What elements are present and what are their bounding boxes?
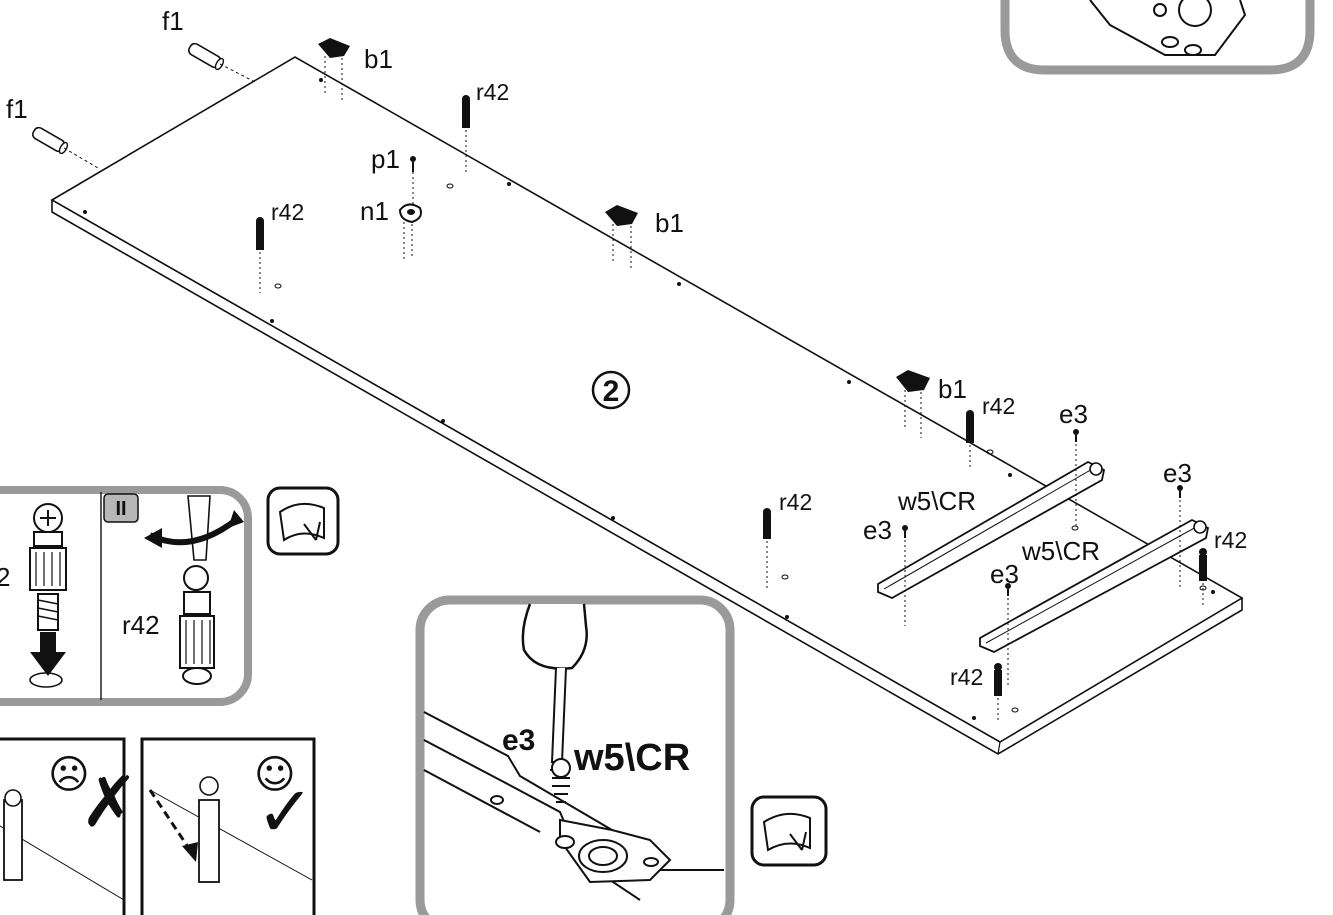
inset-top-right [1000,0,1315,75]
sad-face-icon: ☹ [48,752,90,798]
panel-holes [83,78,1215,720]
screw-e3-d [1005,583,1011,686]
inset-screw-runner: e3 w5\CR [415,595,735,915]
cam-bolt-r42-c [966,410,974,470]
screw-e3-b [902,525,908,626]
label-b1-right: b1 [938,374,967,404]
panel-board [50,56,1244,755]
inset-r42-label: r42 [122,610,160,640]
panel-number: 2 [603,375,620,408]
screw-p1 [410,156,416,205]
label-r42-d: r42 [779,489,812,515]
drawer-runner-w5-b [979,518,1210,653]
label-w5-a: w5\CR [897,486,976,516]
inset-e3-label: e3 [502,724,535,757]
hinge-plate-b1-right [896,370,930,438]
label-r42-e: r42 [1214,527,1247,553]
label-b1-mid: b1 [655,208,684,238]
label-n1: n1 [360,196,389,226]
drawer-runner-w5-a [877,460,1106,600]
dowel-f1-top [188,42,256,83]
screwdriver-icon [521,603,588,803]
panel-number-badge: 2 [591,370,631,410]
screw-e3-a [1073,429,1079,528]
hinge-plate-b1-mid [605,205,638,270]
label-r42-c: r42 [982,393,1015,419]
label-e3-a: e3 [1059,399,1088,429]
cross-mark-icon: ✗ [80,761,139,843]
cam-bolt-r42-d [763,508,771,588]
cam-bolt-r42-a [462,95,470,175]
dowel-f1-left [32,126,99,169]
screwdriver-icon [144,495,244,685]
inset-w5-label: w5\CR [573,737,690,779]
cam-bolt-r42-b [256,217,264,293]
label-r42-b: r42 [271,199,304,225]
label-w5-b: w5\CR [1021,536,1100,566]
screw-e3-c [1177,485,1183,588]
label-e3-c: e3 [1163,458,1192,488]
cam-bolt-r42-f [994,663,1002,720]
hinge-plate-b1-top [318,38,350,103]
cam-bolt-r42-e [1199,548,1207,605]
happy-face-icon: ☺ [254,752,296,798]
label-f1-top: f1 [162,6,184,36]
label-f1-left: f1 [6,94,28,124]
label-r42-f: r42 [950,664,983,690]
inset-partial-label: 2 [0,562,10,592]
roman-step-label: II [115,498,126,520]
label-b1-top: b1 [364,44,393,74]
label-e3-d: e3 [990,559,1019,589]
inset-correct-example: ☺ ✓ [140,737,316,915]
hinge-cup-n1 [398,203,422,262]
label-p1: p1 [371,144,400,174]
label-r42-a: r42 [476,79,509,105]
rotate-tape-icon [750,795,828,867]
label-e3-b: e3 [863,515,892,545]
rotate-tape-icon [266,486,340,556]
inset-wrong-example: ☹ ✗ [0,737,139,915]
check-mark-icon: ✓ [256,771,315,853]
cam-bolt-icon [29,503,67,688]
inset-r42-instructions: II 2 r42 [0,486,252,706]
